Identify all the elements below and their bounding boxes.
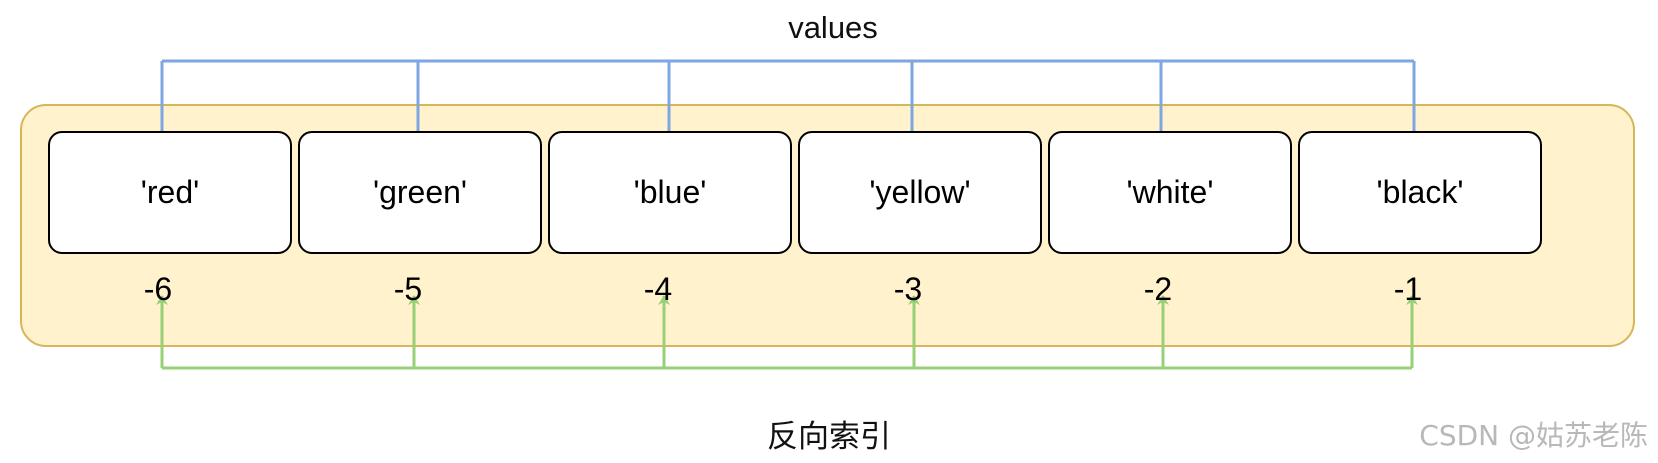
index-label-3: -3	[893, 271, 923, 307]
reverse-index-label: 反向索引	[767, 419, 891, 455]
value-cell-5: 'black'	[1298, 131, 1542, 254]
index-label-2: -4	[643, 271, 673, 307]
value-cell-2: 'blue'	[548, 131, 792, 254]
value-cell-0: 'red'	[48, 131, 292, 254]
index-label-1: -5	[393, 271, 423, 307]
value-cell-3: 'yellow'	[798, 131, 1042, 254]
index-label-5: -1	[1393, 271, 1423, 307]
index-bracket	[156, 295, 1418, 370]
index-label-4: -2	[1143, 271, 1173, 307]
value-cell-1: 'green'	[298, 131, 542, 254]
value-cell-4: 'white'	[1048, 131, 1292, 254]
values-label: values	[788, 10, 878, 45]
watermark: CSDN @姑苏老陈	[1419, 419, 1648, 452]
index-label-0: -6	[143, 271, 173, 307]
